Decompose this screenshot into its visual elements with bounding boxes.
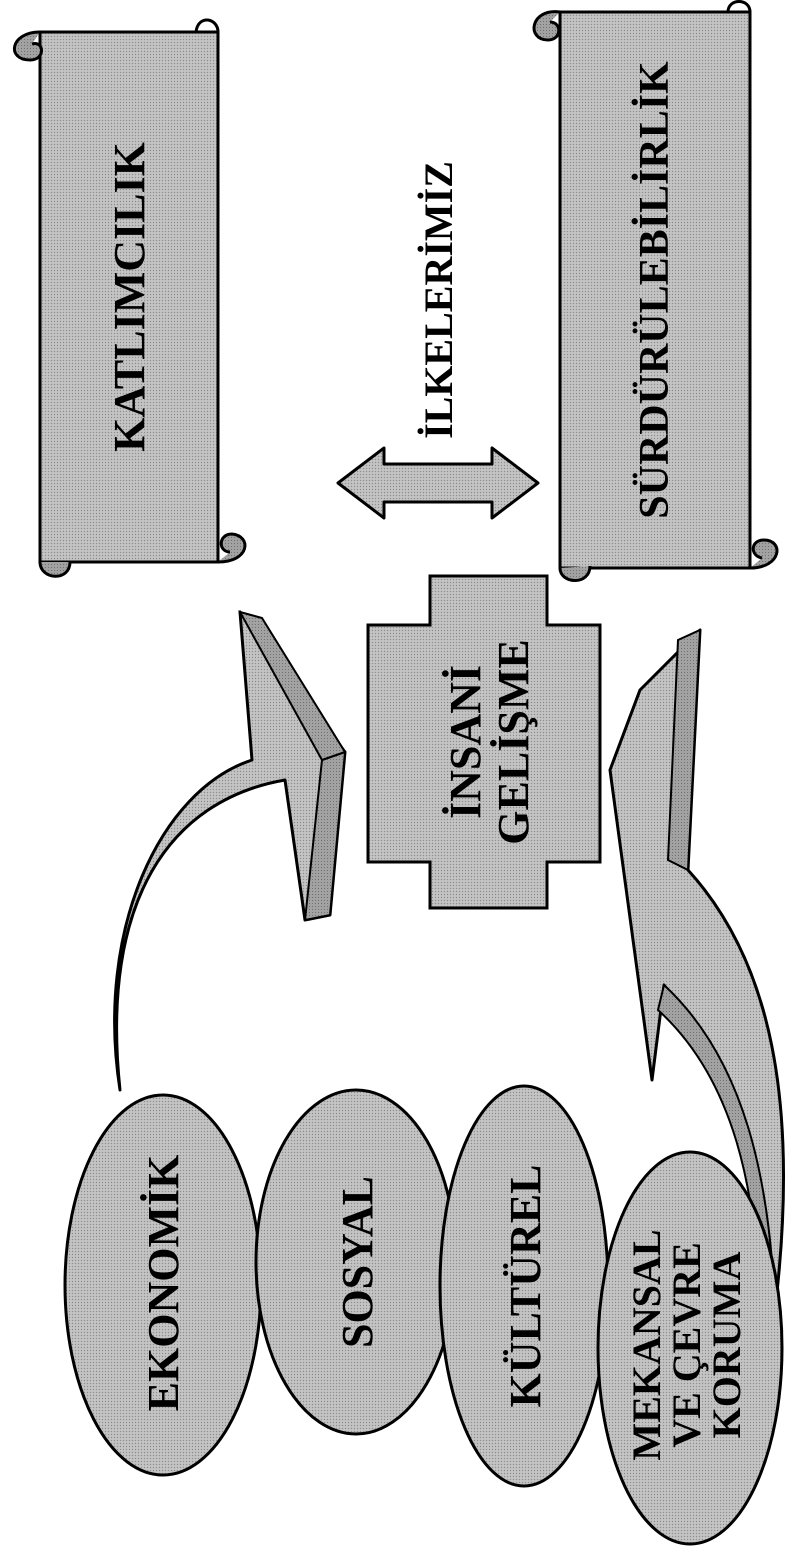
ellipse-label-ekonomik: EKONOMİK <box>139 1155 188 1412</box>
ellipse-label-kulturel: KÜLTÜREL <box>501 1165 550 1408</box>
ellipse-label-mekansal-line1: MEKANSAL <box>624 1229 669 1460</box>
center-label-line2: GELİŞME <box>489 639 538 844</box>
curved-arrow-left <box>113 610 347 1092</box>
scroll-katilimcilik: KATLIMCILIK <box>13 18 247 578</box>
ellipse-label-mekansal-line3: KORUMA <box>704 1252 749 1439</box>
double-arrow-icon <box>336 446 540 520</box>
ellipse-kulturel: KÜLTÜREL <box>438 1084 610 1488</box>
ellipse-sosyal: SOSYAL <box>254 1088 458 1436</box>
ellipse-mekansal: MEKANSAL VE ÇEVRE KORUMA <box>596 1150 784 1546</box>
principles-label: İLKELERİMİZ <box>416 161 461 439</box>
ellipse-label-mekansal-line2: VE ÇEVRE <box>664 1242 709 1448</box>
ellipse-ekonomik: EKONOMİK <box>63 1093 263 1477</box>
center-label-line1: İNSANİ <box>441 665 490 819</box>
scroll-label-katilimcilik: KATLIMCILIK <box>105 142 154 452</box>
ellipse-label-sosyal: SOSYAL <box>333 1176 382 1348</box>
scroll-surdurulebilirlik: SÜRDÜRÜLEBİLİRLİK <box>532 0 779 582</box>
scroll-label-surdurulebilirlik: SÜRDÜRÜLEBİLİRLİK <box>631 61 678 519</box>
center-box-insani-gelisme: İNSANİ GELİŞME <box>366 574 602 910</box>
